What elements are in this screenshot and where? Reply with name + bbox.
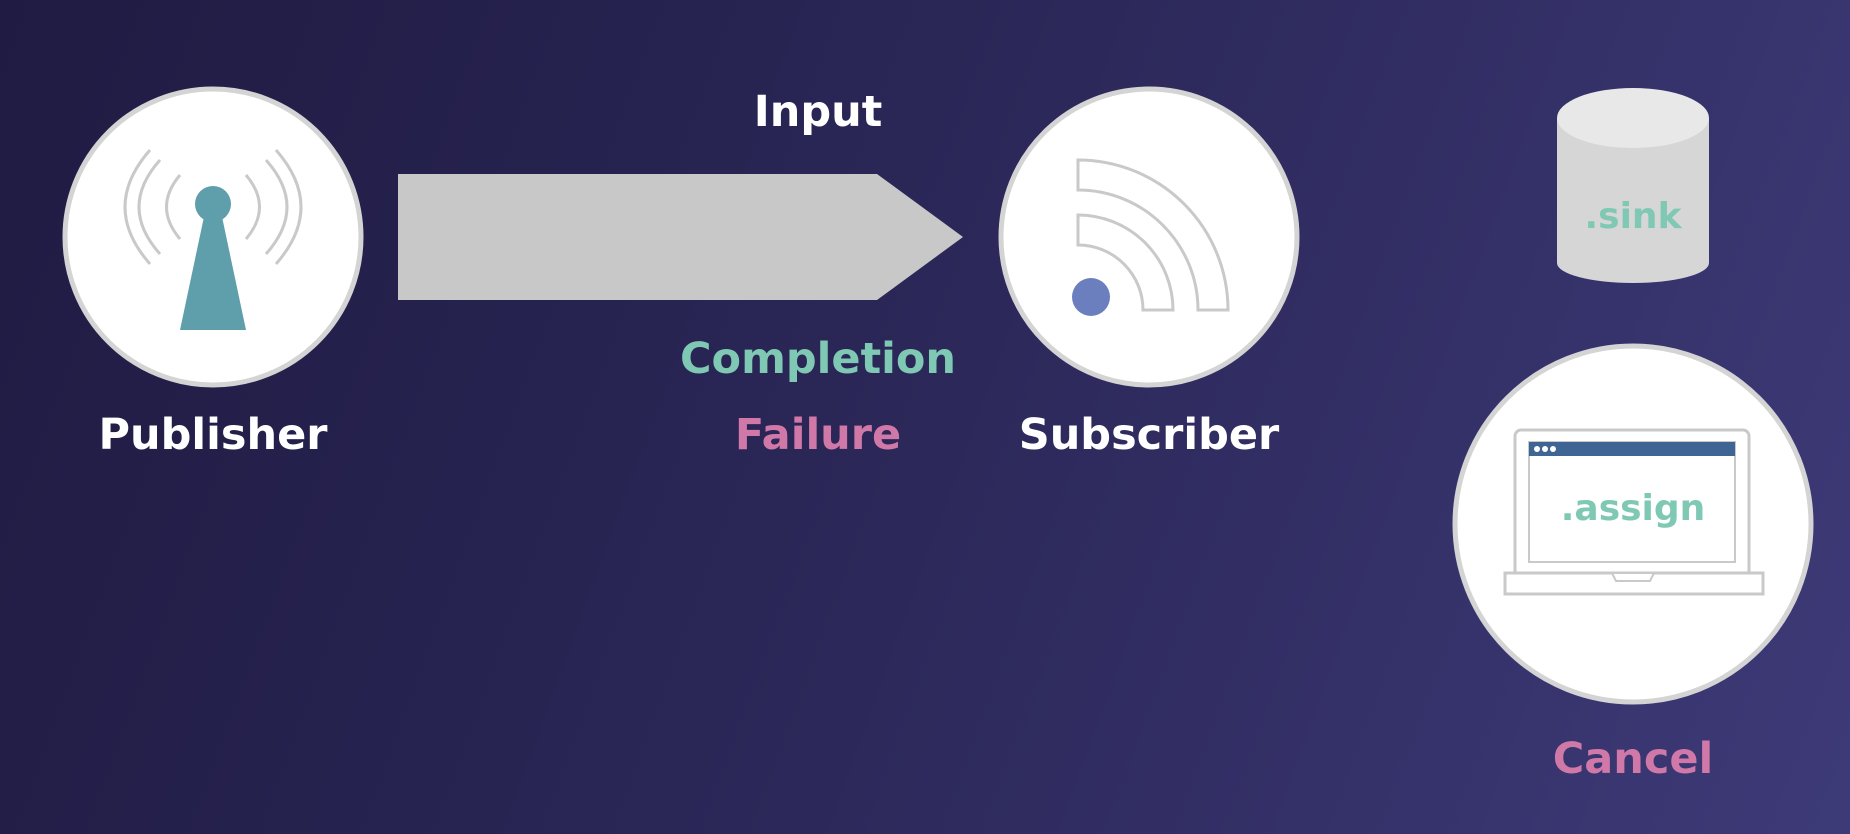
assign-label: .assign <box>1560 488 1706 529</box>
publisher-label: Publisher <box>98 410 328 460</box>
stream-arrow <box>398 174 963 300</box>
publisher-node <box>62 86 364 388</box>
assign-node <box>1452 343 1814 705</box>
input-label: Input <box>753 87 883 137</box>
subscriber-label: Subscriber <box>1018 410 1280 460</box>
sink-label: .sink <box>1584 196 1682 237</box>
cancel-label: Cancel <box>1552 734 1714 784</box>
rss-feed-icon <box>1072 158 1230 316</box>
completion-label: Completion <box>679 334 957 384</box>
database-cylinder-icon <box>1557 88 1709 283</box>
broadcast-tower-icon <box>123 149 303 330</box>
failure-label: Failure <box>734 410 902 460</box>
laptop-icon <box>1503 428 1765 596</box>
subscriber-node <box>998 86 1300 388</box>
